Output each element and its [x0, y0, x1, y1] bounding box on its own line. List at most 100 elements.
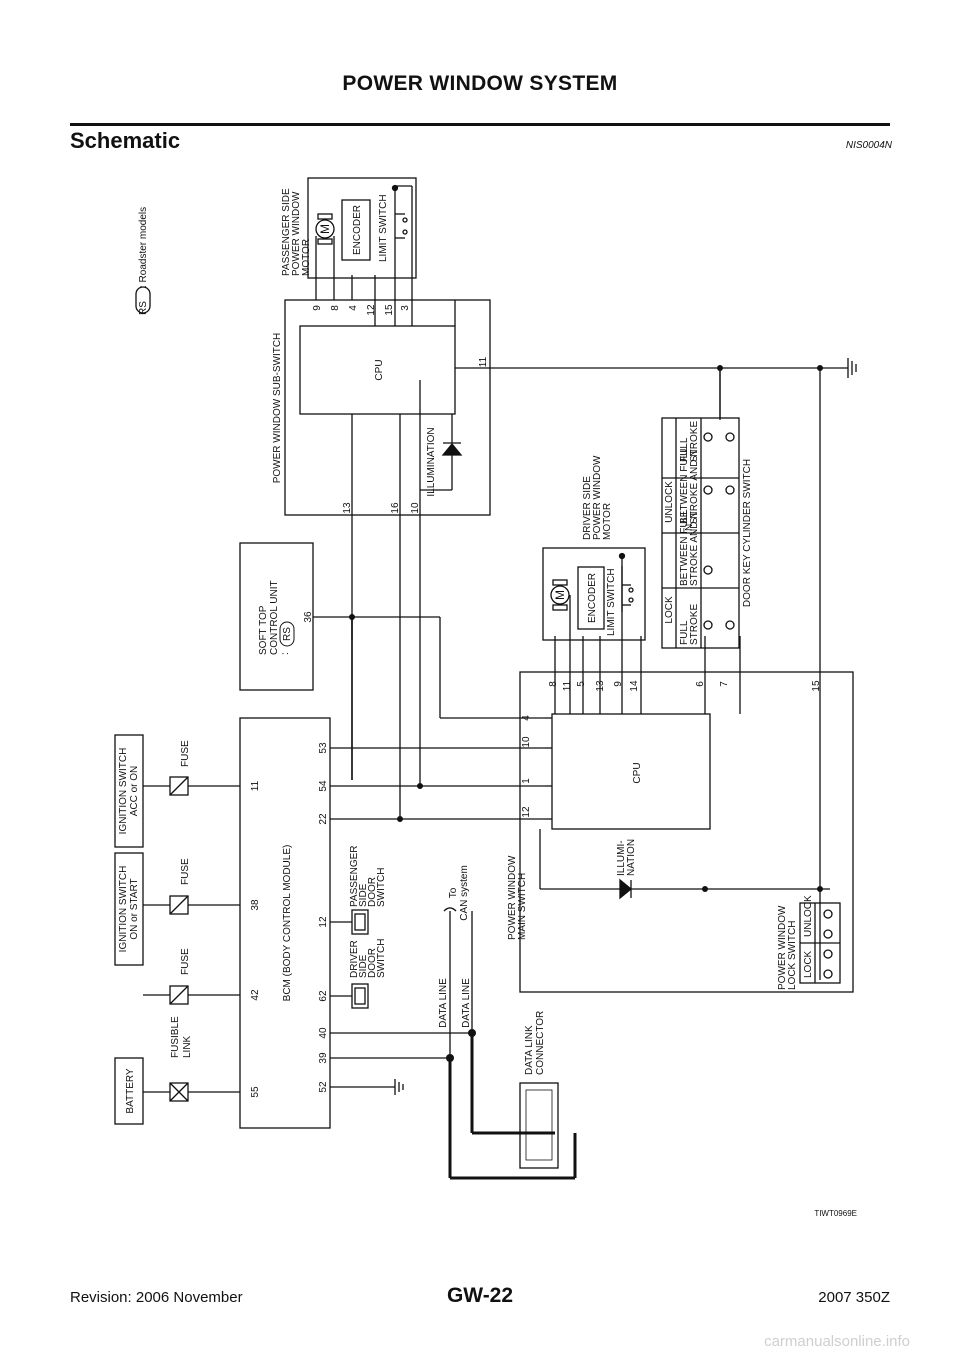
ign-start-box: [114, 852, 144, 966]
pass-motor-m: M: [318, 224, 332, 234]
main-illumination-label-2: NATION: [626, 839, 637, 876]
soft-top-label-2: CONTROL UNIT: [269, 580, 280, 655]
cyl-full-stroke-4: STROKE: [689, 421, 700, 462]
fusible-link-label-1: FUSIBLE: [170, 1016, 181, 1058]
sub-pin-4: 4: [348, 305, 359, 311]
cyl-between-2a: STROKE AND N: [689, 512, 700, 586]
page-header-title: POWER WINDOW SYSTEM: [342, 72, 618, 95]
fuse-label-battery: FUSE: [180, 948, 191, 975]
cyl-between-1b: BETWEEN FULL: [679, 447, 690, 524]
sub-pin-8: 8: [330, 305, 341, 311]
driver-door-label-4: SWITCH: [376, 939, 387, 978]
pass-motor-label-3: MOTOR: [301, 239, 312, 276]
fusible-link-label-2: LINK: [182, 1035, 193, 1058]
diagram-id: TIWT0969E: [814, 1209, 857, 1218]
cyl-full-stroke-1: FULL: [679, 620, 690, 645]
main-switch-label-1: POWER WINDOW: [507, 855, 518, 940]
ign-start-label-1: IGNITION SWITCH: [118, 866, 129, 953]
header-rule: [70, 123, 890, 126]
driver-motor-label-1: DRIVER SIDE: [582, 476, 593, 540]
fuse-label-ign-acc: FUSE: [180, 740, 191, 767]
footer-page-number: GW-22: [446, 1284, 514, 1307]
sub-pin-13: 13: [342, 502, 353, 514]
ign-start-label-2: ON or START: [129, 878, 140, 939]
watermark: carmanualsonline.info: [764, 1333, 910, 1350]
lock-switch-label-1: POWER WINDOW: [777, 905, 788, 990]
cyl-between-2b: STROKE AND N: [689, 450, 700, 524]
driver-motor-box: [542, 547, 646, 641]
bcm-pin-55: 55: [250, 1086, 261, 1098]
main-pin-4: 4: [521, 715, 532, 721]
cylinder-switch-label: DOOR KEY CYLINDER SWITCH: [742, 459, 753, 607]
passenger-door-switch-box: [351, 909, 369, 935]
passenger-door-label-4: SWITCH: [376, 868, 387, 907]
cyl-unlock: UNLOCK: [664, 481, 675, 523]
main-pin-14: 14: [629, 680, 640, 692]
cyl-lock: LOCK: [664, 596, 675, 624]
bcm-pin-54: 54: [318, 780, 329, 792]
can-label-2: CAN system: [459, 865, 470, 921]
main-pin-1: 1: [521, 778, 532, 784]
battery-label: BATTERY: [125, 1068, 136, 1114]
bcm-pin-39: 39: [318, 1052, 329, 1064]
bcm-pin-40: 40: [318, 1027, 329, 1039]
sub-cpu-label: CPU: [374, 359, 385, 380]
bcm-pin-52: 52: [318, 1081, 329, 1093]
dlc-label-1: DATA LINK: [524, 1025, 535, 1075]
driver-motor-m: M: [553, 590, 567, 600]
lock-switch-unlock: UNLOCK: [803, 895, 814, 937]
bcm-pin-22: 22: [318, 813, 329, 825]
driver-motor-label-2: POWER WINDOW: [592, 455, 603, 540]
passenger-encoder-box: [341, 199, 371, 261]
data-line-label-1: DATA LINE: [438, 978, 449, 1028]
cyl-between-1a: BETWEEN FULL: [679, 509, 690, 586]
main-pin-6: 6: [695, 681, 706, 687]
main-cpu-label: CPU: [632, 762, 643, 783]
sub-pin-12: 12: [366, 304, 377, 316]
main-pin-8: 8: [548, 681, 559, 687]
sub-pin-3: 3: [400, 305, 411, 311]
ign-acc-label-1: IGNITION SWITCH: [118, 748, 129, 835]
soft-top-badge: RS: [282, 627, 293, 641]
soft-top-colon: :: [280, 652, 291, 655]
main-switch-box: [519, 671, 854, 993]
bcm-pin-42: 42: [250, 989, 261, 1001]
bcm-pin-12: 12: [318, 916, 329, 928]
pass-encoder-label: ENCODER: [352, 205, 363, 255]
main-switch-label-2: MAIN SWITCH: [517, 873, 528, 940]
bcm-pin-38: 38: [250, 899, 261, 911]
cyl-full-stroke-3: FULL: [679, 437, 690, 462]
driver-motor-symbol: [550, 585, 570, 605]
main-illumination-led: [619, 878, 633, 900]
main-pin-9: 9: [613, 681, 624, 687]
ign-acc-label-2: ACC or ON: [129, 766, 140, 817]
sub-pin-10: 10: [410, 502, 421, 514]
driver-door-label-1: DRIVER: [349, 940, 360, 978]
passenger-motor-box: [307, 177, 417, 279]
footer-model: 2007 350Z: [818, 1289, 890, 1306]
fuse-label-ign-start: FUSE: [180, 858, 191, 885]
legend-text: : Roadster models: [138, 207, 149, 288]
passenger-door-label-2: SIDE: [358, 883, 369, 907]
main-pin-12: 12: [521, 806, 532, 818]
main-illumination-label-1: ILLUMI-: [616, 840, 627, 876]
bcm-label: BCM (BODY CONTROL MODULE): [282, 845, 293, 1002]
main-pin-15: 15: [811, 680, 822, 692]
cyl-full-stroke-2: STROKE: [689, 604, 700, 645]
sub-pin-16: 16: [390, 502, 401, 514]
footer-revision: Revision: 2006 November: [70, 1289, 243, 1306]
main-pin-11: 11: [562, 680, 573, 691]
legend-badge: RS: [138, 301, 149, 315]
driver-encoder-label: ENCODER: [587, 573, 598, 623]
main-pin-13: 13: [595, 680, 606, 692]
section-reference: NIS0004N: [845, 140, 892, 151]
ign-acc-box: [114, 734, 144, 848]
cyl-n: N: [684, 524, 695, 531]
sub-pin-9: 9: [312, 305, 323, 311]
passenger-motor-symbol: [315, 219, 335, 239]
battery-box: [114, 1057, 144, 1125]
driver-door-switch-box: [351, 983, 369, 1009]
data-line-label-2: DATA LINE: [461, 978, 472, 1028]
data-link-connector-box: [519, 1082, 559, 1169]
